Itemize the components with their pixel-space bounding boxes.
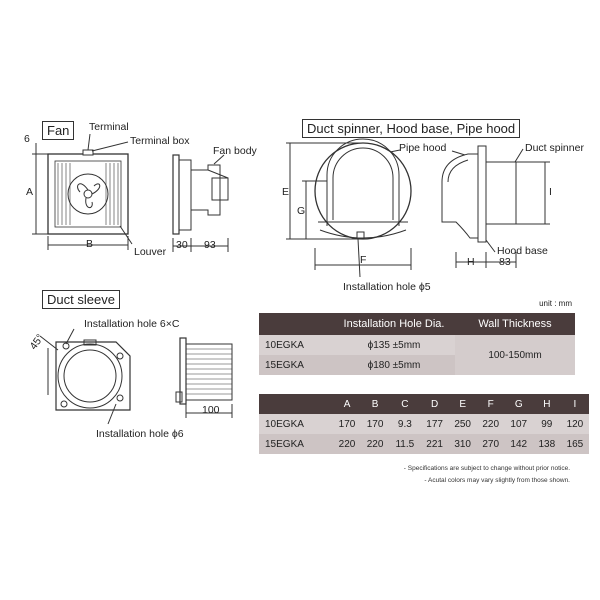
- duct-sleeve-side-view: [175, 337, 233, 418]
- fan-front-view: [32, 133, 133, 250]
- hole-cell: ϕ180 ±5mm: [333, 355, 455, 375]
- table-header-cell: D: [420, 394, 449, 414]
- table-header-cell: C: [389, 394, 421, 414]
- dim-i: I: [549, 186, 552, 198]
- dim-b: B: [86, 238, 94, 250]
- table-cell: 220: [361, 434, 390, 454]
- table-header-cell: E: [448, 394, 477, 414]
- hole-cell: ϕ135 ±5mm: [333, 335, 455, 355]
- table-cell: 170: [333, 414, 362, 434]
- dim-6: 6: [24, 133, 30, 145]
- duct-section-title: Duct spinner, Hood base, Pipe hood: [302, 119, 521, 138]
- hood-base-label: Hood base: [497, 245, 548, 257]
- table-header-cell: A: [333, 394, 362, 414]
- table-row: 15EGKA ϕ180 ±5mm: [259, 355, 575, 375]
- installation-hole-6-label: Installation hole ϕ6: [96, 428, 184, 440]
- table-header-cell: Wall Thickness: [455, 313, 575, 335]
- dim-100: 100: [202, 404, 220, 416]
- table-cell: 170: [361, 414, 390, 434]
- table-header-cell: I: [560, 394, 589, 414]
- table-row: 15EGKA 220 220 11.5 221 310 270 142 138 …: [259, 434, 589, 454]
- table-cell: 310: [448, 434, 477, 454]
- table-row: 10EGKA 170 170 9.3 177 250 220 107 99 12…: [259, 414, 589, 434]
- note-colors: - Acutal colors may vary slightly from t…: [424, 477, 570, 484]
- wall-cell: 100-150mm: [455, 335, 575, 375]
- table-cell: 165: [560, 434, 589, 454]
- pipe-hood-label: Pipe hood: [399, 142, 447, 154]
- table-header-cell: F: [476, 394, 505, 414]
- table-header-cell: [259, 313, 333, 335]
- terminal-box-label: Terminal box: [130, 135, 190, 147]
- model-cell: 15EGKA: [259, 355, 333, 375]
- table-cell: 270: [476, 434, 505, 454]
- table-cell: 9.3: [389, 414, 421, 434]
- table-cell: 177: [420, 414, 449, 434]
- fan-body-label: Fan body: [213, 145, 257, 157]
- dimension-table: A B C D E F G H I 10EGKA 170 170 9.3 177…: [259, 394, 589, 454]
- installation-hole-6c-label: Installation hole 6×C: [84, 318, 180, 330]
- dim-f: F: [360, 254, 367, 266]
- table-cell: 220: [476, 414, 505, 434]
- dim-h: H: [467, 256, 475, 268]
- table-row: 10EGKA ϕ135 ±5mm 100-150mm: [259, 335, 575, 375]
- duct-spinner-side-view: [441, 145, 550, 268]
- table-header-cell: H: [532, 394, 561, 414]
- louver-label: Louver: [134, 246, 167, 258]
- table-cell: 250: [448, 414, 477, 434]
- table-cell: 11.5: [389, 434, 421, 454]
- dim-83: 83: [499, 256, 511, 268]
- model-cell: 10EGKA: [259, 414, 333, 434]
- table-header-cell: G: [504, 394, 533, 414]
- dim-a: A: [26, 186, 34, 198]
- table-cell: 138: [532, 434, 561, 454]
- unit-label: unit : mm: [539, 299, 572, 308]
- table-cell: 120: [560, 414, 589, 434]
- table-header-row: Installation Hole Dia. Wall Thickness: [259, 313, 575, 335]
- table-cell: 99: [532, 414, 561, 434]
- installation-hole-5-label: Installation hole ϕ5: [343, 281, 431, 293]
- table-header-cell: [259, 394, 333, 414]
- duct-spinner-front-view: [286, 138, 412, 278]
- dim-e: E: [282, 186, 290, 198]
- table-cell: 221: [420, 434, 449, 454]
- table-header-cell: Installation Hole Dia.: [333, 313, 455, 335]
- dim-g: G: [297, 205, 306, 217]
- installation-table: Installation Hole Dia. Wall Thickness 10…: [259, 313, 575, 375]
- dim-93: 93: [204, 239, 216, 251]
- fan-section-title: Fan: [42, 121, 75, 140]
- table-cell: 142: [504, 434, 533, 454]
- model-cell: 15EGKA: [259, 434, 333, 454]
- terminal-label: Terminal: [89, 121, 129, 133]
- duct-sleeve-front-view: [39, 328, 131, 425]
- table-header-row: A B C D E F G H I: [259, 394, 589, 414]
- table-cell: 220: [333, 434, 362, 454]
- table-header-cell: B: [361, 394, 390, 414]
- dim-30: 30: [176, 239, 188, 251]
- fan-side-view: [172, 154, 229, 252]
- model-cell: 10EGKA: [259, 335, 333, 355]
- table-cell: 107: [504, 414, 533, 434]
- duct-spinner-label: Duct spinner: [525, 142, 584, 154]
- note-specs: - Specifications are subject to change w…: [403, 465, 570, 472]
- sleeve-section-title: Duct sleeve: [42, 290, 120, 309]
